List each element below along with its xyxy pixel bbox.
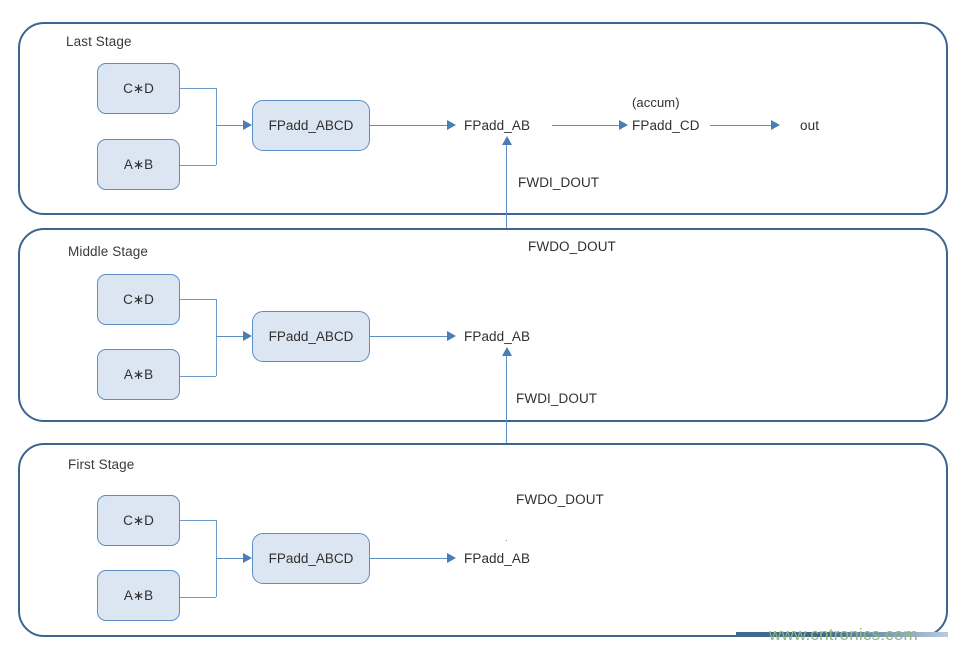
- signal-label-fwdo-middle: FWDO_DOUT: [528, 239, 616, 254]
- wire-merge-vertical-last: [216, 88, 217, 165]
- wire-operand-bottom-out-middle: [180, 376, 216, 377]
- stage-label-last-stage: Last Stage: [66, 34, 132, 49]
- wire-accum-to-out: [710, 125, 776, 126]
- node-adder-first[interactable]: FPadd_ABCD: [252, 533, 370, 584]
- node-adder-last[interactable]: FPadd_ABCD: [252, 100, 370, 151]
- arrow-into-adder-middle: [243, 331, 252, 341]
- signal-label-fwdo-first: FWDO_DOUT: [516, 492, 604, 507]
- watermark-text: www.cntronics.com: [769, 625, 918, 644]
- node-accum: FPadd_CD: [632, 118, 700, 133]
- wire-merge-vertical-middle: [216, 299, 217, 376]
- arrow-to-result-last: [447, 120, 456, 130]
- arrow-to-out: [771, 120, 780, 130]
- node-operand-bottom-first[interactable]: A∗B: [97, 570, 180, 621]
- arrow-into-adder-last: [243, 120, 252, 130]
- wire-result-to-accum: [552, 125, 624, 126]
- wire-operand-top-out-last: [180, 88, 216, 89]
- wire-adder-out-middle: [370, 336, 452, 337]
- arrow-to-result-middle: [447, 331, 456, 341]
- wire-operand-bottom-out-last: [180, 165, 216, 166]
- wire-merge-to-adder-first: [216, 558, 249, 559]
- arrow-fwdi-into-middle-stage: [502, 347, 512, 356]
- watermark-bar: [736, 632, 948, 637]
- wire-operand-top-out-middle: [180, 299, 216, 300]
- wire-fwdo-from-first-stage: [506, 540, 507, 541]
- node-result-last: FPadd_AB: [464, 118, 531, 133]
- node-result-middle: FPadd_AB: [464, 329, 531, 344]
- arrow-fwdi-into-last-stage: [502, 136, 512, 145]
- node-operand-top-middle[interactable]: C∗D: [97, 274, 180, 325]
- wire-adder-out-last: [370, 125, 452, 126]
- arrow-into-adder-first: [243, 553, 252, 563]
- arrow-to-result-first: [447, 553, 456, 563]
- stage-label-first-stage: First Stage: [68, 457, 135, 472]
- node-result-first: FPadd_AB: [464, 551, 531, 566]
- arrow-into-accum: [619, 120, 628, 130]
- node-adder-middle[interactable]: FPadd_ABCD: [252, 311, 370, 362]
- signal-label-fwdi-last: FWDI_DOUT: [518, 175, 600, 190]
- wire-merge-to-adder-middle: [216, 336, 249, 337]
- node-operand-bottom-middle[interactable]: A∗B: [97, 349, 180, 400]
- label-accum-note: (accum): [632, 95, 680, 110]
- signal-label-fwdi-middle: FWDI_DOUT: [516, 391, 598, 406]
- node-operand-top-first[interactable]: C∗D: [97, 495, 180, 546]
- wire-merge-to-adder-last: [216, 125, 249, 126]
- node-output-out: out: [800, 118, 820, 133]
- wire-adder-out-first: [370, 558, 452, 559]
- stage-label-middle-stage: Middle Stage: [68, 244, 148, 259]
- wire-operand-bottom-out-first: [180, 597, 216, 598]
- node-operand-top-last[interactable]: C∗D: [97, 63, 180, 114]
- wire-operand-top-out-first: [180, 520, 216, 521]
- node-operand-bottom-last[interactable]: A∗B: [97, 139, 180, 190]
